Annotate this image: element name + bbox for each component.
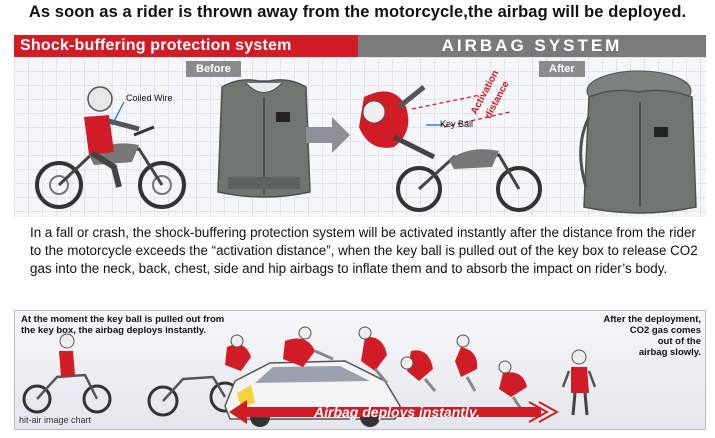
ejected-rider-illustration [359, 85, 542, 212]
before-tag: Before [186, 61, 241, 77]
sequence-rider-2 [283, 326, 334, 367]
coiled-wire-label: Coiled Wire [126, 93, 173, 103]
chart-note-right-line3: out of the [657, 336, 701, 347]
page-headline: As soon as a rider is thrown away from t… [28, 3, 687, 21]
vest-after-image [579, 70, 697, 214]
deploy-arrow [229, 400, 559, 424]
vest-before-image [217, 79, 311, 198]
description-text: In a fall or crash, the shock-buffering … [30, 225, 698, 276]
chart-note-right-line2: CO2 gas comes [629, 325, 701, 336]
transition-arrow [306, 117, 350, 153]
chart-note-left-line1: At the moment the key ball is pulled out… [21, 314, 225, 325]
sequence-rider-3 [358, 326, 389, 384]
illustration-art: Coiled Wire Key Ball Activation distanc [35, 69, 697, 214]
motorcycle-rider-illustration [35, 86, 186, 209]
sequence-rider-1 [225, 334, 251, 371]
section-banner: Shock-buffering protection system AIRBAG… [14, 35, 706, 57]
chart-caption: hit-air image chart [19, 415, 92, 425]
key-ball-label: Key Ball [440, 119, 473, 129]
chart-note-right-line4: airbag slowly. [638, 347, 701, 358]
deployment-sequence-chart: At the moment the key ball is pulled out… [14, 310, 706, 430]
after-tag: After [539, 61, 585, 77]
sequence-rider-6 [498, 360, 527, 410]
chart-note-right: After the deployment, CO2 gas comes out … [575, 314, 701, 358]
sequence-rider-4 [400, 350, 437, 392]
sequence-rider-standing [561, 349, 597, 416]
sequence-bike-1 [22, 333, 112, 414]
banner-left-title: Shock-buffering protection system [14, 35, 358, 57]
sequence-rider-5 [455, 334, 478, 392]
chart-note-left-line2: the key box, the airbag deploys instantl… [21, 325, 207, 336]
illustration-panel: Before After Coiled Wire [14, 57, 706, 217]
sequence-bike-2 [147, 375, 241, 417]
deploy-arrow-label: Airbag deploys instantly. [314, 404, 480, 420]
chart-note-left: At the moment the key ball is pulled out… [21, 314, 224, 336]
chart-note-right-line1: After the deployment, [603, 314, 701, 325]
banner-right-title: AIRBAG SYSTEM [358, 35, 706, 57]
